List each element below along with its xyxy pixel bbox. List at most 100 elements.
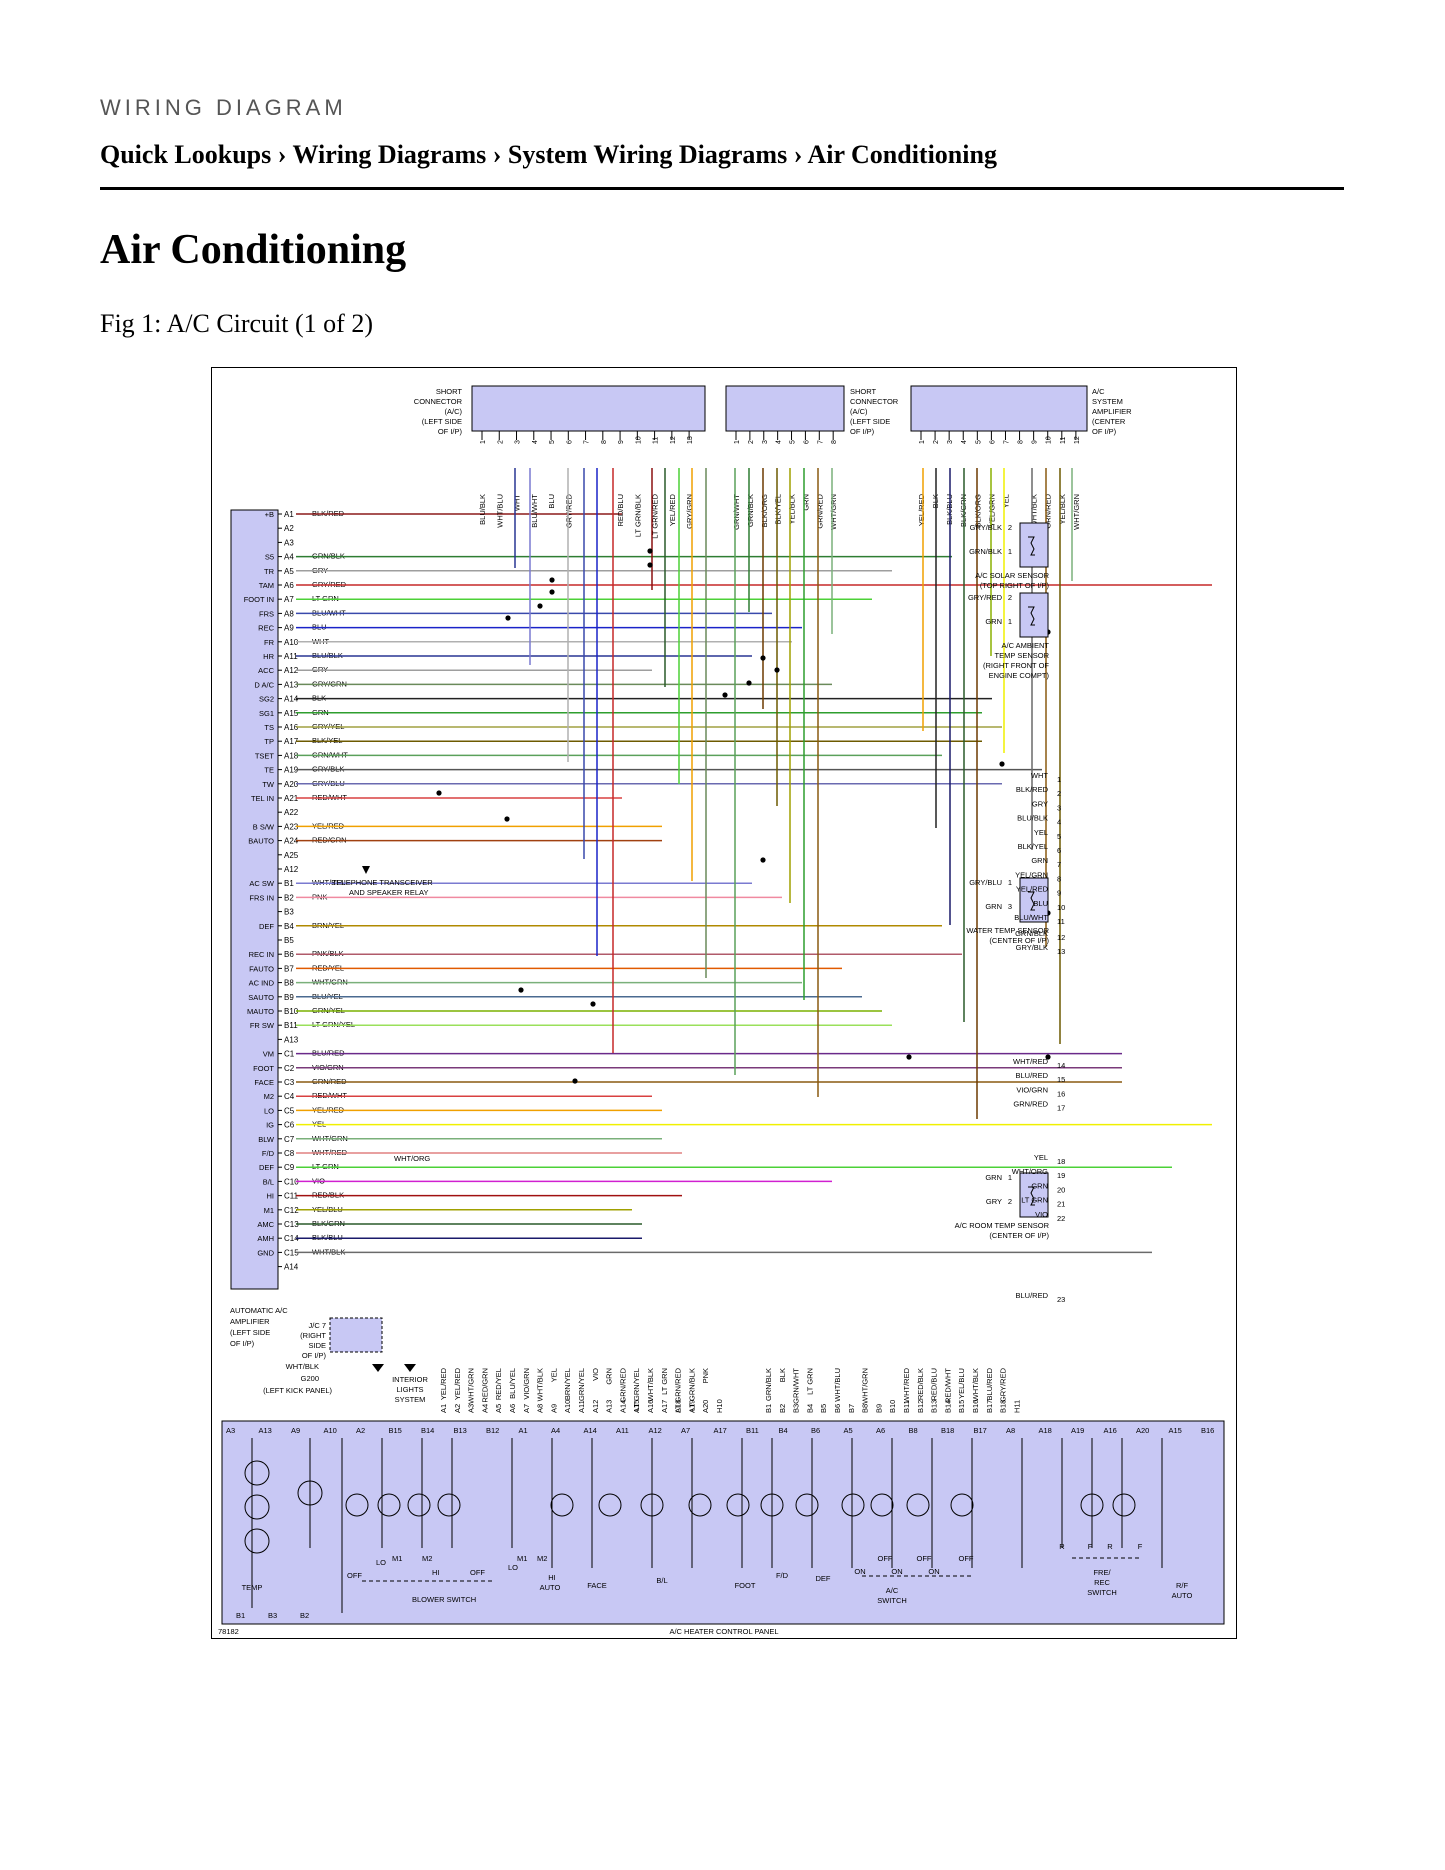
connector-pin-number: 1 <box>480 440 487 444</box>
bottom-pin-label: H10 <box>715 1399 724 1413</box>
wiring-diagram-figure: A1BLK/REDA2A3A4GRN/BLKA5GRYA6GRY/REDA7LT… <box>211 367 1237 1639</box>
panel-pin-label: B3 <box>268 1611 277 1620</box>
right-line-number: 16 <box>1057 1089 1065 1098</box>
wire-pin-label: A2 <box>284 524 294 533</box>
connector-pin-number: 2 <box>748 440 755 444</box>
breadcrumb: Quick Lookups › Wiring Diagrams › System… <box>100 140 997 170</box>
indicator-led-icon <box>841 1493 865 1517</box>
connector-pin-number: 4 <box>776 440 783 444</box>
panel-label: LO <box>376 1558 386 1567</box>
bottom-pin-label: A7 <box>522 1404 531 1413</box>
sensor-wire-label: GRN <box>985 617 1002 626</box>
right-line-number: 10 <box>1057 903 1065 912</box>
connector-label: (LEFT SIDE <box>850 417 890 426</box>
wire-pin-label: A17 <box>284 737 299 746</box>
right-line-label: VIO/GRN <box>1016 1085 1048 1094</box>
figure-number: 78182 <box>218 1627 239 1636</box>
wire-pin-label: B2 <box>284 893 294 902</box>
panel-pin-label: A3 <box>226 1426 235 1435</box>
connector-wire-label: LT GRN/RED <box>651 493 660 538</box>
panel-label: LO <box>508 1563 518 1572</box>
connector-pin-number: 12 <box>1074 436 1081 444</box>
amplifier-function-label: FR <box>264 638 275 647</box>
right-line-label: BLK/YEL <box>1018 842 1048 851</box>
panel-label: OFF <box>917 1554 932 1563</box>
bottom-pin-label: A11 <box>577 1400 586 1413</box>
bottom-pin-label: A8 <box>536 1404 545 1413</box>
wire-pin-label: A23 <box>284 822 299 831</box>
connector-label: OF I/P) <box>438 427 463 436</box>
bottom-pin-label: B16 <box>971 1400 980 1413</box>
right-line-label: GRN <box>1031 1181 1048 1190</box>
amplifier-function-label: BLW <box>258 1135 275 1144</box>
amplifier-function-label: FAUTO <box>249 964 274 973</box>
amplifier-function-label: SAUTO <box>248 993 274 1002</box>
breadcrumb-item[interactable]: System Wiring Diagrams <box>507 140 788 169</box>
page-title: Air Conditioning <box>100 227 407 273</box>
right-line-number: 9 <box>1057 889 1061 898</box>
amplifier-function-label: D A/C <box>254 680 274 689</box>
panel-pin-label: B17 <box>974 1426 987 1435</box>
bottom-pin-label: B15 <box>957 1400 966 1413</box>
panel-pin-label: A12 <box>649 1426 662 1435</box>
sensor-pin-number: 1 <box>1008 617 1012 626</box>
bottom-wire-label: RED/GRN <box>480 1368 489 1403</box>
wire-pin-label: C5 <box>284 1106 295 1115</box>
wire-pin-label: C11 <box>284 1192 299 1201</box>
bottom-wire-label: WHT/BLK <box>536 1368 545 1401</box>
wire-pin-label: B4 <box>284 922 294 931</box>
panel-label: FACE <box>587 1581 607 1590</box>
sensor-pin-number: 1 <box>1008 547 1012 556</box>
bottom-wire-label: BLU/YEL <box>508 1368 517 1399</box>
wire-pin-label: A1 <box>284 510 294 519</box>
amplifier-function-label: S5 <box>265 553 274 562</box>
bottom-wire-label: WHT/BLU <box>833 1368 842 1402</box>
connector-wire-label: BLU <box>547 494 556 509</box>
right-line-number: 17 <box>1057 1104 1065 1113</box>
interior-label: INTERIOR <box>392 1375 428 1384</box>
wire-pin-label: A8 <box>284 609 294 618</box>
connector-wire-label: YEL/RED <box>917 493 926 526</box>
connector-pin-number: 9 <box>618 440 625 444</box>
bottom-wire-label: RED/YEL <box>494 1368 503 1400</box>
amplifier-function-label: SG1 <box>259 709 274 718</box>
right-line-label: GRN/BLK <box>1015 929 1048 938</box>
breadcrumb-item[interactable]: Quick Lookups <box>100 140 272 169</box>
indicator-led-icon <box>688 1493 712 1517</box>
panel-pin-label: A1 <box>519 1426 528 1435</box>
wire-pin-label: B10 <box>284 1007 299 1016</box>
panel-label: SWITCH <box>877 1596 907 1605</box>
connector-label: (LEFT SIDE <box>422 417 462 426</box>
connector-pin-number: 8 <box>601 440 608 444</box>
right-line-number: 11 <box>1057 917 1065 926</box>
sensor-pin-number: 2 <box>1008 593 1012 602</box>
panel-pin-label: A19 <box>1071 1426 1084 1435</box>
wire-pin-label: A16 <box>284 723 299 732</box>
amplifier-function-label: TW <box>262 780 275 789</box>
amplifier-caption: AUTOMATIC A/C <box>230 1306 288 1315</box>
breadcrumb-item[interactable]: Wiring Diagrams <box>292 140 487 169</box>
bottom-wire-label: WHT/GRN <box>467 1368 476 1404</box>
wire-pin-label: C9 <box>284 1163 295 1172</box>
connector-pin-number: 8 <box>1018 440 1025 444</box>
amplifier-function-label: TR <box>264 567 275 576</box>
connector-wire-label: YEL/GRN <box>987 494 996 527</box>
breadcrumb-separator: › <box>492 140 502 169</box>
sensor-pin-number: 2 <box>1008 523 1012 532</box>
junction-label: OF I/P) <box>302 1351 327 1360</box>
right-line-number: 23 <box>1057 1295 1065 1304</box>
amplifier-function-label: GND <box>257 1248 274 1257</box>
sensor-caption: ENGINE COMPT) <box>989 671 1050 680</box>
bottom-pin-label: B7 <box>847 1404 856 1413</box>
bottom-wire-label: YEL/BLU <box>957 1368 966 1399</box>
amplifier-function-label: TEL IN <box>251 794 274 803</box>
wire-pin-label: B3 <box>284 908 294 917</box>
connector-pin-number: 3 <box>947 440 954 444</box>
bottom-pin-label: A13 <box>605 1400 614 1413</box>
panel-label: F <box>1088 1542 1093 1551</box>
panel-label: FOOT <box>735 1581 756 1590</box>
bottom-wire-label: RED/BLK <box>916 1368 925 1400</box>
connector-wire-label: RED/BLU <box>616 494 625 527</box>
right-line-number: 1 <box>1057 775 1061 784</box>
amplifier-function-label: SG2 <box>259 695 274 704</box>
